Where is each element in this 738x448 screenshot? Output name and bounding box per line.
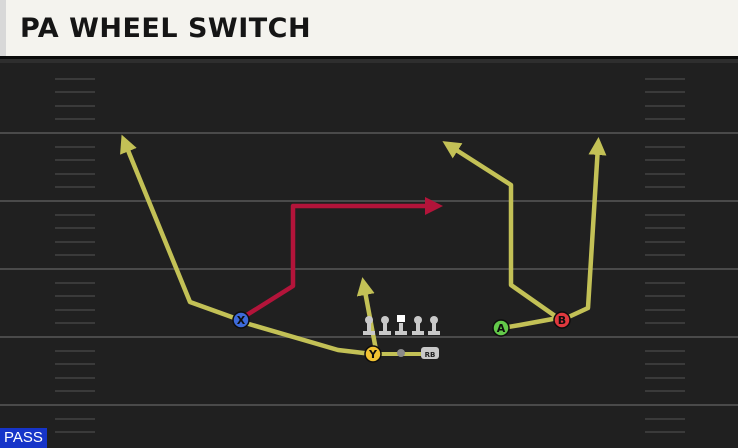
- field: RB X Y A B: [0, 59, 738, 448]
- center-icon: [395, 315, 407, 335]
- player-x-label: X: [237, 314, 246, 327]
- field-shadow: [0, 59, 738, 63]
- title-bar: PA WHEEL SWITCH: [0, 0, 738, 59]
- lineman-icon: [363, 316, 375, 335]
- lineman-icon: [412, 316, 424, 335]
- hash-marks-left: [55, 78, 95, 433]
- rb-label: RB: [425, 351, 436, 359]
- route-x-block: [239, 197, 443, 321]
- play-title: PA WHEEL SWITCH: [20, 13, 312, 44]
- route-b: [559, 137, 607, 323]
- hash-marks-right: [645, 78, 685, 433]
- offensive-line: [363, 315, 440, 335]
- player-y[interactable]: Y: [364, 345, 382, 363]
- player-b[interactable]: B: [553, 311, 571, 329]
- lineman-icon: [428, 316, 440, 335]
- player-a-label: A: [497, 322, 506, 335]
- lineman-icon: [379, 316, 391, 335]
- route-x: [120, 134, 243, 323]
- player-a[interactable]: A: [492, 319, 510, 337]
- rb-marker: RB: [421, 347, 439, 359]
- quarterback-marker: [397, 349, 405, 357]
- play-diagram: RB X Y A B: [0, 59, 738, 448]
- player-y-label: Y: [368, 348, 378, 361]
- field-surface: [0, 59, 738, 448]
- play-type-badge: PASS: [0, 428, 47, 448]
- route-y-swing: [239, 319, 375, 357]
- player-b-label: B: [558, 314, 566, 327]
- yard-lines: [0, 132, 738, 406]
- route-a: [442, 141, 561, 331]
- player-x[interactable]: X: [232, 311, 250, 329]
